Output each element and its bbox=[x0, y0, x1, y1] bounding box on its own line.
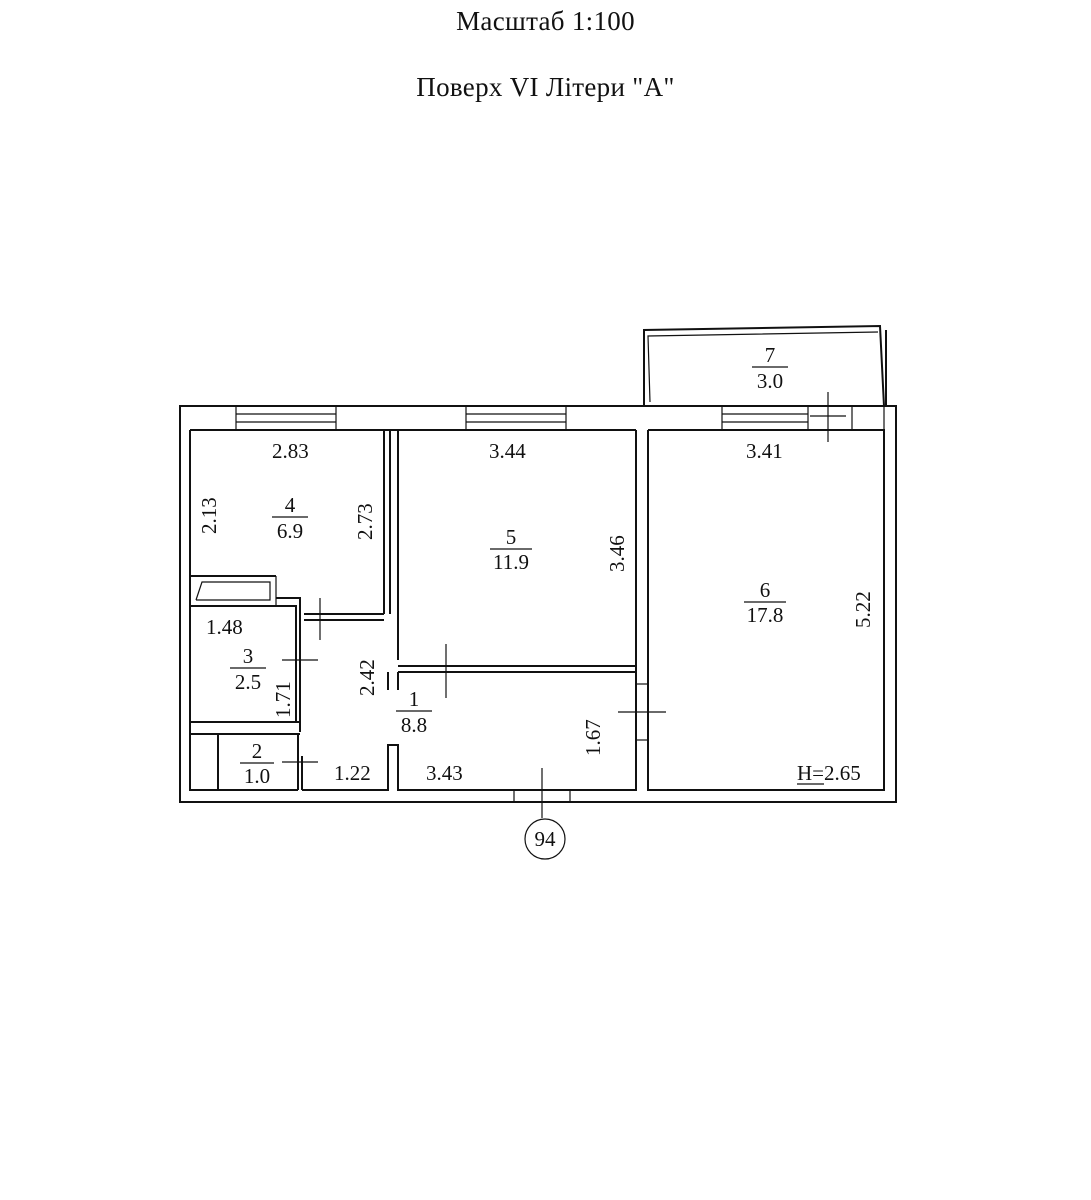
outer-walls bbox=[179, 405, 897, 803]
dim-hall-height: 2.42 bbox=[355, 659, 379, 696]
room-5-number: 5 bbox=[506, 525, 517, 549]
room-7-number: 7 bbox=[765, 343, 776, 367]
room-1-label: 1 8.8 bbox=[396, 687, 432, 737]
dim-room1-height: 1.67 bbox=[581, 719, 605, 756]
dim-room3-height: 1.71 bbox=[271, 681, 295, 718]
room-3-label: 3 2.5 bbox=[230, 644, 266, 694]
dim-room4-right: 2.73 bbox=[353, 503, 377, 540]
room-3-area: 2.5 bbox=[235, 670, 261, 694]
room-7-label: 7 3.0 bbox=[752, 343, 788, 393]
dim-room3-width: 1.48 bbox=[206, 615, 243, 639]
ceiling-height: H=2.65 bbox=[797, 761, 861, 785]
dim-room4-width: 2.83 bbox=[272, 439, 309, 463]
room-6-number: 6 bbox=[760, 578, 771, 602]
windows bbox=[235, 405, 885, 803]
room-4-area: 6.9 bbox=[277, 519, 303, 543]
room-1-area: 8.8 bbox=[401, 713, 427, 737]
room-2-label: 2 1.0 bbox=[240, 739, 274, 788]
entrance-marker: 94 bbox=[524, 818, 566, 860]
entrance-number: 94 bbox=[535, 827, 557, 851]
room-5-label: 5 11.9 bbox=[490, 525, 532, 574]
dim-room5-width: 3.44 bbox=[489, 439, 526, 463]
dim-room1-width: 3.43 bbox=[426, 761, 463, 785]
dim-room5-height: 3.46 bbox=[605, 535, 629, 572]
dim-room6-width: 3.41 bbox=[746, 439, 783, 463]
room-3-number: 3 bbox=[243, 644, 254, 668]
scale-label: Масштаб 1:100 bbox=[456, 6, 635, 36]
room-2-number: 2 bbox=[252, 739, 263, 763]
room-7-area: 3.0 bbox=[757, 369, 783, 393]
room-6-area: 17.8 bbox=[747, 603, 784, 627]
room-4-number: 4 bbox=[285, 493, 296, 517]
floor-title: Поверх VI Літери "А" bbox=[416, 72, 675, 102]
room-1-number: 1 bbox=[409, 687, 420, 711]
room-2-area: 1.0 bbox=[244, 764, 270, 788]
room-6-label: 6 17.8 bbox=[744, 578, 786, 627]
dim-room6-height: 5.22 bbox=[851, 591, 875, 628]
dim-hall-width: 1.22 bbox=[334, 761, 371, 785]
dim-room4-left: 2.13 bbox=[197, 497, 221, 534]
room-4-label: 4 6.9 bbox=[272, 493, 308, 543]
balcony bbox=[643, 324, 887, 407]
room-5-area: 11.9 bbox=[493, 550, 529, 574]
door-markers bbox=[282, 392, 846, 818]
